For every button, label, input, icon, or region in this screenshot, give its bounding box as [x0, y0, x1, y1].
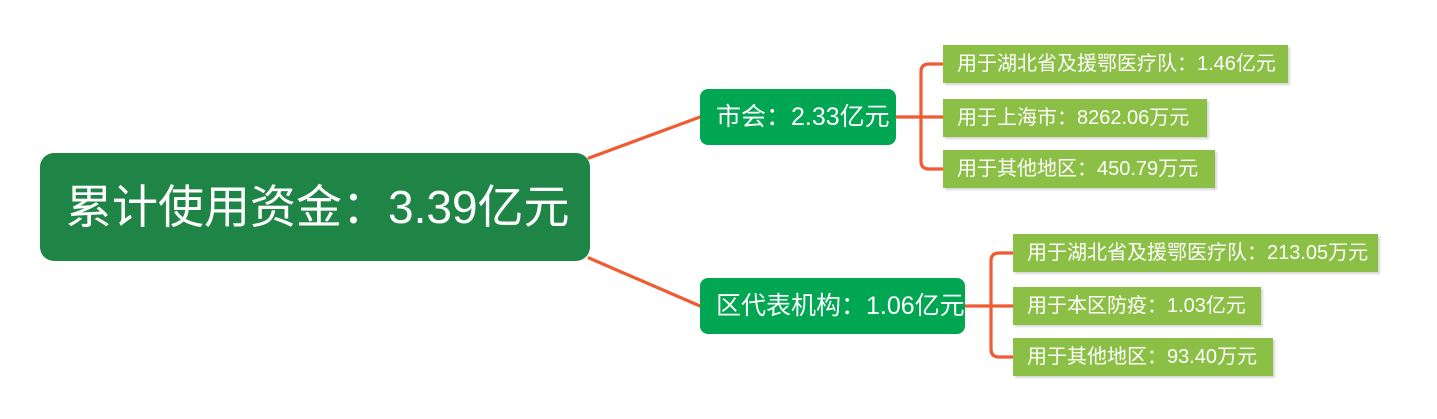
connector-root-to-branch-0	[587, 115, 702, 160]
connector-branch-1-to-leaf-0	[989, 251, 1015, 308]
leaf-node-branch-1-item-1[interactable]: 用于本区防疫：1.03亿元	[1013, 287, 1261, 325]
leaf-node-branch-1-item-2[interactable]: 用于其他地区：93.40万元	[1013, 338, 1273, 376]
leaf-node-branch-0-item-1[interactable]: 用于上海市：8262.06万元	[943, 99, 1207, 137]
leaf-node-branch-0-item-2[interactable]: 用于其他地区：450.79万元	[943, 150, 1215, 188]
connector-branch-0-to-leaf-0	[919, 62, 945, 119]
branch-node-shi-hui[interactable]: 市会：2.33亿元	[700, 89, 896, 145]
branch-node-qu-dai-biao-ji-gou[interactable]: 区代表机构：1.06亿元	[700, 278, 965, 334]
connector-branch-0-to-leaf-2	[919, 115, 945, 171]
root-node[interactable]: 累计使用资金：3.39亿元	[40, 153, 590, 261]
connector-root-to-branch-1	[587, 256, 702, 308]
connector-branch-1-to-leaf-2	[989, 304, 1015, 359]
leaf-node-branch-0-item-0[interactable]: 用于湖北省及援鄂医疗队：1.46亿元	[943, 45, 1288, 83]
leaf-node-branch-1-item-0[interactable]: 用于湖北省及援鄂医疗队：213.05万元	[1013, 234, 1378, 272]
